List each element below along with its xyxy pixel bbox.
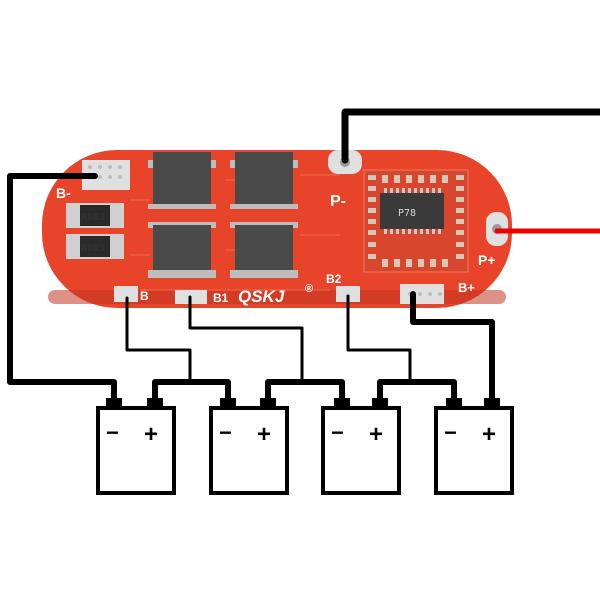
mosfet-1 xyxy=(148,152,216,209)
pcb-traces xyxy=(130,174,340,291)
battery-2-terminal-minus xyxy=(220,398,236,408)
b-plus-label: B+ xyxy=(458,280,475,295)
battery-4-terminal-plus xyxy=(484,398,500,408)
p-plus-label: P+ xyxy=(478,252,496,268)
b1-pad-label: B1 xyxy=(213,291,229,305)
battery-3-body xyxy=(321,406,401,495)
battery-2-terminal-plus xyxy=(260,398,276,408)
b-minus-wire xyxy=(7,173,117,405)
ic-pins xyxy=(384,188,441,234)
b2-pad-label: B2 xyxy=(326,272,342,286)
battery-2-plus-sign: + xyxy=(257,421,271,448)
battery-1-plus-sign: + xyxy=(144,421,158,448)
protection-ic: P78 xyxy=(363,169,469,273)
sense-resistor-1-marking: R003 xyxy=(81,212,105,223)
battery-4-body xyxy=(434,406,514,495)
p-minus-output-wire xyxy=(341,108,600,164)
battery-cell-4: − + xyxy=(434,398,514,495)
b-pad-label: B xyxy=(140,289,149,303)
ic-lower-passives xyxy=(380,240,444,252)
mosfet-3 xyxy=(148,222,216,278)
wires xyxy=(7,108,600,405)
battery-4-minus-sign: − xyxy=(444,420,457,445)
p-minus-label: P- xyxy=(330,193,346,210)
b2-pad xyxy=(336,286,360,302)
battery-4-plus-sign: + xyxy=(482,421,496,448)
battery-1-body xyxy=(96,406,176,495)
ic-marking: P78 xyxy=(398,208,416,219)
b2-balance-wire xyxy=(346,294,412,384)
mosfet-group xyxy=(148,152,298,278)
ic-passives xyxy=(368,175,464,267)
battery-1-terminal-minus xyxy=(106,398,122,408)
sense-resistor-2: R003 xyxy=(66,234,124,259)
battery-pack: − + − + − + − + xyxy=(96,398,514,495)
registered-mark: ® xyxy=(305,283,313,295)
battery-3-plus-sign: + xyxy=(369,421,383,448)
link-bat1-bat2 xyxy=(152,379,231,405)
b-plus-wire xyxy=(410,291,495,405)
b-balance-wire xyxy=(125,296,192,384)
b1-balance-wire xyxy=(188,295,304,384)
battery-cell-1: − + xyxy=(96,398,176,495)
battery-3-terminal-minus xyxy=(334,398,350,408)
mosfet-4 xyxy=(230,222,298,278)
pcb-board: B- R003 R003 xyxy=(42,150,512,308)
sense-resistor-1: R003 xyxy=(66,203,124,228)
battery-3-minus-sign: − xyxy=(331,420,344,445)
mosfet-2 xyxy=(230,152,298,209)
battery-cell-3: − + xyxy=(321,398,401,495)
battery-2-body xyxy=(209,406,289,495)
link-bat3-bat4 xyxy=(377,379,457,405)
battery-1-terminal-plus xyxy=(147,398,163,408)
brand-logo: QSKJ xyxy=(238,287,285,306)
battery-cell-2: − + xyxy=(209,398,289,495)
ic-package xyxy=(380,193,444,229)
b-minus-label: B- xyxy=(56,185,71,201)
b-pad xyxy=(114,286,138,302)
sense-resistor-2-marking: R003 xyxy=(81,243,105,254)
pcb-edge-shade xyxy=(48,290,506,304)
battery-3-terminal-plus xyxy=(372,398,388,408)
battery-4-terminal-minus xyxy=(446,398,462,408)
battery-2-minus-sign: − xyxy=(219,420,232,445)
link-bat2-bat3 xyxy=(265,379,345,405)
battery-1-minus-sign: − xyxy=(106,420,119,445)
